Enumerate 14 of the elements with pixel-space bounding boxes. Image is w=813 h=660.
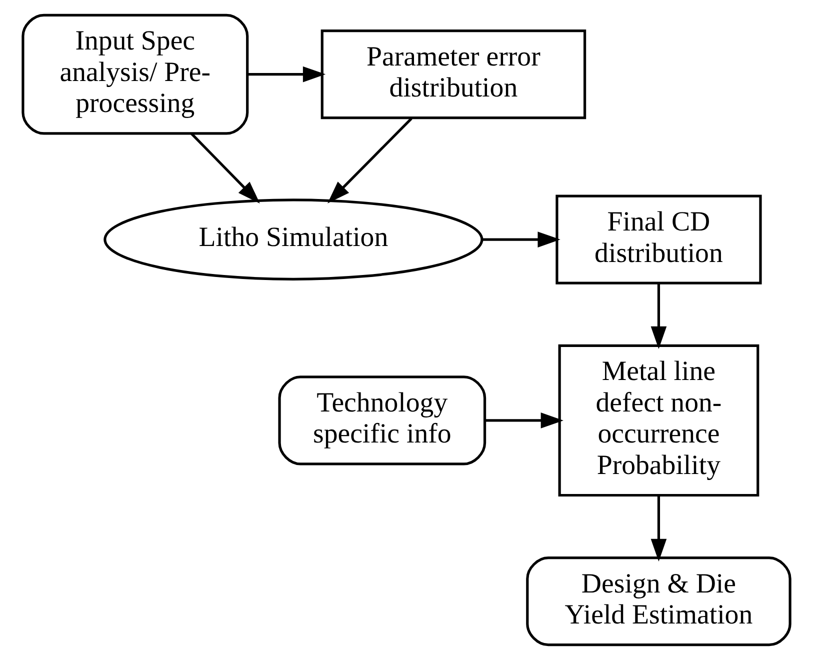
arrow — [482, 232, 560, 248]
arrow — [328, 118, 412, 204]
arrow — [650, 283, 667, 349]
arrow — [190, 132, 260, 204]
node-box: Final CD distribution — [556, 194, 762, 284]
arrow — [484, 412, 564, 428]
node-box: Technology specific info — [278, 376, 486, 466]
node-box: Input Spec analysis/ Pre-processing — [22, 14, 249, 135]
node-box: Metal line defect non-occurrence Probability — [558, 344, 760, 497]
arrow — [650, 495, 667, 562]
node-box: Parameter error distribution — [320, 30, 586, 120]
arrow — [248, 66, 326, 82]
node-box: Design & Die Yield Estimation — [526, 556, 792, 646]
node-ellipse: Litho Simulation — [104, 198, 484, 280]
